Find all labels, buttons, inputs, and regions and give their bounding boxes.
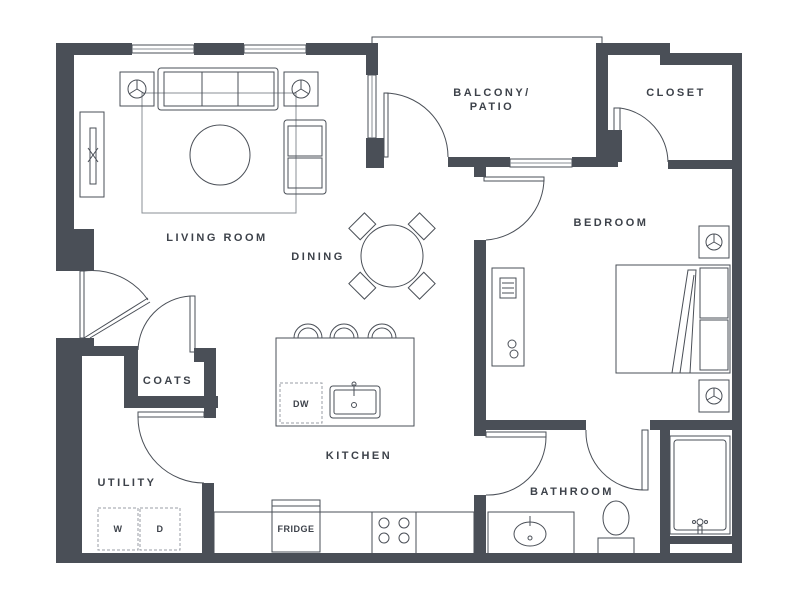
- doors: [79, 92, 669, 496]
- dining-set: [348, 212, 436, 300]
- side-table: [119, 71, 155, 107]
- bed: [615, 264, 731, 374]
- dryer: [139, 507, 181, 551]
- sofa: [157, 67, 279, 111]
- dryer-label: D: [157, 524, 164, 534]
- tv-console: [79, 111, 105, 198]
- bathroom-fixtures: [487, 435, 731, 555]
- side-table: [283, 71, 319, 107]
- room-label-living-room: LIVING ROOM: [166, 232, 267, 244]
- room-label-bedroom: BEDROOM: [574, 217, 649, 229]
- room-label-closet: CLOSET: [646, 87, 706, 99]
- toilet: [602, 500, 630, 536]
- nightstand: [698, 379, 730, 413]
- bedroom-furniture: [491, 225, 731, 413]
- dresser: [491, 267, 525, 367]
- room-label-coats: COATS: [143, 375, 193, 387]
- room-label-balcony: BALCONY/: [453, 87, 530, 99]
- living-furniture: [79, 67, 327, 214]
- room-label-patio: PATIO: [470, 101, 514, 113]
- walls: [56, 43, 742, 563]
- washer: [97, 507, 139, 551]
- dishwasher-label: DW: [293, 399, 309, 409]
- room-label-utility: UTILITY: [97, 477, 156, 489]
- kitchen-island: [275, 323, 415, 427]
- nightstand: [698, 225, 730, 259]
- sink: [329, 385, 381, 419]
- washer-label: W: [114, 524, 123, 534]
- vanity: [487, 511, 575, 555]
- windows: [131, 36, 603, 168]
- coffee-table: [189, 124, 251, 186]
- range: [371, 511, 417, 555]
- armchair: [283, 119, 327, 195]
- dining-table: [360, 224, 424, 288]
- laundry: [97, 507, 181, 551]
- fridge-label: FRIDGE: [277, 524, 314, 534]
- room-label-kitchen: KITCHEN: [326, 450, 392, 462]
- island: [275, 337, 415, 427]
- room-label-bathroom: BATHROOM: [530, 486, 614, 498]
- rug: [141, 92, 297, 214]
- dishwasher: [279, 382, 323, 424]
- kitchen-counter: [213, 499, 475, 555]
- room-label-dining: DINING: [291, 251, 345, 263]
